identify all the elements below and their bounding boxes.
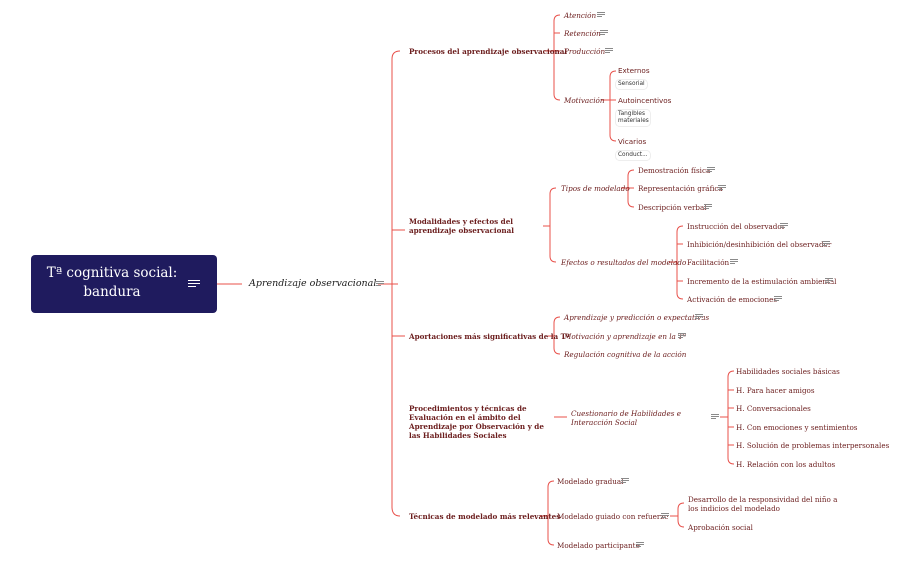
branch-aportaciones[interactable]: Aportaciones más significativas de la Tª [409, 332, 570, 341]
center-topic[interactable]: Aprendizaje observacional [249, 278, 377, 289]
notes-icon[interactable] [704, 204, 712, 210]
tag-sensorial: Sensorial [616, 80, 647, 89]
notes-icon[interactable] [376, 281, 384, 287]
node-retencion[interactable]: Retención [564, 29, 601, 38]
notes-icon[interactable] [661, 513, 669, 519]
root-topic[interactable]: Tª cognitiva social: bandura [31, 255, 217, 313]
node-externos[interactable]: Externos [618, 66, 650, 75]
node-modelado-guiado[interactable]: Modelado guiado con refuerzo [557, 512, 669, 521]
node-autoincentivos[interactable]: Autoincentivos [618, 96, 672, 105]
node-demostracion-fisica[interactable]: Demostración física [638, 166, 711, 175]
node-produccion[interactable]: Producción [564, 47, 606, 56]
node-aprendizaje-prediccion[interactable]: Aprendizaje y predicción o expectativas [564, 313, 710, 322]
tag-conduct: Conduct... [616, 151, 650, 160]
notes-icon[interactable] [678, 333, 686, 339]
node-hacer-amigos[interactable]: H. Para hacer amigos [736, 386, 815, 395]
branch-tecnicas-modelado[interactable]: Técnicas de modelado más relevantes [409, 512, 561, 521]
node-descripcion-verbal[interactable]: Descripción verbal [638, 203, 707, 212]
notes-icon[interactable] [707, 167, 715, 173]
node-regulacion-cognitiva[interactable]: Regulación cognitiva de la acción [564, 350, 687, 359]
node-motivacion[interactable]: Motivación [564, 96, 605, 105]
notes-icon[interactable] [822, 241, 830, 247]
notes-icon[interactable] [636, 542, 644, 548]
node-facilitacion[interactable]: Facilitación [687, 258, 730, 267]
node-conversacionales[interactable]: H. Conversacionales [736, 404, 811, 413]
root-topic-label: Tª cognitiva social: bandura [46, 265, 178, 300]
notes-icon[interactable] [621, 478, 629, 484]
notes-icon[interactable] [780, 223, 788, 229]
node-efectos-del-modelado[interactable]: Efectos o resultados del modelado [561, 258, 687, 267]
branch-modalidades[interactable]: Modalidades y efectos del aprendizaje ob… [409, 217, 515, 235]
notes-icon[interactable] [188, 280, 200, 288]
node-modelado-participante[interactable]: Modelado participante [557, 541, 640, 550]
notes-icon[interactable] [711, 414, 719, 420]
notes-icon[interactable] [695, 314, 703, 320]
node-activacion-emociones[interactable]: Activación de emociones [687, 295, 778, 304]
notes-icon[interactable] [774, 296, 782, 302]
node-tipos-de-modelado[interactable]: Tipos de modelado [561, 184, 630, 193]
node-atencion[interactable]: Atención [564, 11, 597, 20]
node-modelado-gradual[interactable]: Modelado gradual [557, 477, 624, 486]
notes-icon[interactable] [597, 12, 605, 18]
notes-icon[interactable] [730, 259, 738, 265]
node-relacion-adultos[interactable]: H. Relación con los adultos [736, 460, 836, 469]
node-representacion-grafica[interactable]: Representación gráfica [638, 184, 723, 193]
node-desarrollo-responsividad[interactable]: Desarrollo de la responsividad del niño … [688, 495, 838, 513]
branch-procesos[interactable]: Procesos del aprendizaje observacional [409, 47, 568, 56]
node-habilidades-basicas[interactable]: Habilidades sociales básicas [736, 367, 840, 376]
notes-icon[interactable] [718, 185, 726, 191]
notes-icon[interactable] [605, 48, 613, 54]
notes-icon[interactable] [825, 278, 833, 284]
notes-icon[interactable] [600, 30, 608, 36]
node-incremento-estimulacion[interactable]: Incremento de la estimulación ambiental [687, 277, 837, 286]
tag-tangibles-materiales: Tangibles materiales [616, 110, 650, 126]
node-instruccion-observador[interactable]: Instrucción del observador [687, 222, 786, 231]
node-motivacion-aprendizaje[interactable]: Motivación y aprendizaje en la Tª [564, 332, 687, 341]
node-cuestionario[interactable]: Cuestionario de Habilidades e Interacció… [571, 409, 682, 427]
branch-procedimientos[interactable]: Procedimientos y técnicas de Evaluación … [409, 404, 544, 440]
node-inhibicion-observador[interactable]: Inhibición/desinhibición del observador [687, 240, 832, 249]
node-vicarios[interactable]: Vicarios [618, 137, 647, 146]
node-solucion-problemas[interactable]: H. Solución de problemas interpersonales [736, 441, 890, 450]
node-aprobacion-social[interactable]: Aprobación social [688, 523, 753, 532]
node-emociones-sentimientos[interactable]: H. Con emociones y sentimientos [736, 423, 858, 432]
